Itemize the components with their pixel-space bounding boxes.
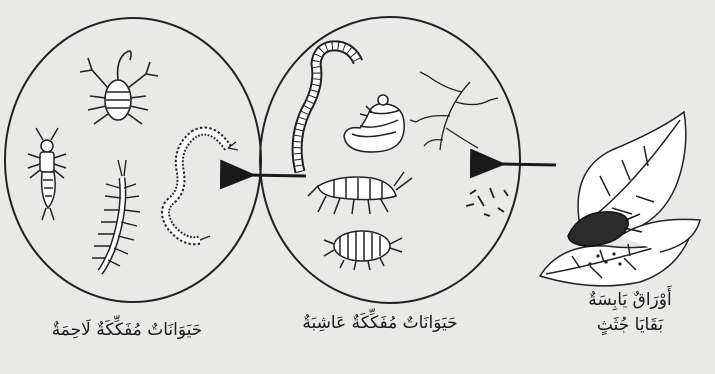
larva-icon [344,95,404,152]
springtail-icon [308,172,412,214]
dead-leaves-icon [540,112,700,286]
centipede-icon [92,160,140,272]
scorpion-icon [80,51,158,124]
label-herbivore-decomposers: حَيَوَانَاتٌ مُفَكِّكَةٌ عَاشِبَةٌ [270,313,490,333]
arrow-to-carnivores [250,175,306,176]
earthworm-icon [297,46,358,172]
debris-fragments-icon [466,188,508,216]
leaf-veins-icon [410,72,498,150]
arrow-to-herbivores [500,164,556,165]
woodlouse-icon [324,231,402,270]
label-carnivore-decomposers: حَيَوَانَاتٌ مُفَكِّكَةٌ لَاحِمَةٌ [22,320,232,340]
earwig-icon [28,128,66,220]
millipede-icon [165,131,238,241]
label-corpse-remains: بَقَايَا جُثَثٍ [555,315,705,335]
label-dry-leaves: أَوْرَاقٌ يَابِسَةٌ [555,290,705,310]
